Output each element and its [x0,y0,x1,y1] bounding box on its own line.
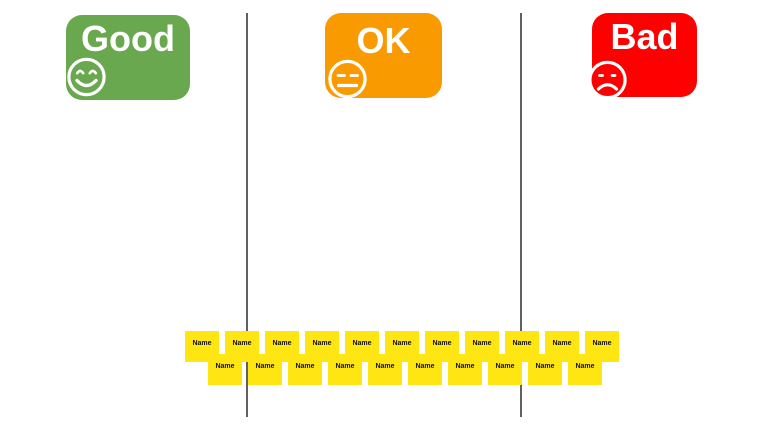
bad-column-card[interactable]: Bad [588,13,697,100]
neutral-face-icon [326,58,370,102]
column-divider-left [246,13,248,417]
sticky-note[interactable]: Name [288,354,322,385]
sticky-note[interactable]: Name [368,354,402,385]
sticky-note[interactable]: Name [448,354,482,385]
good-column-title: Good [81,18,175,59]
good-column-card[interactable]: Good [66,15,190,100]
ok-column-title: OK [356,20,411,61]
sticky-note[interactable]: Name [568,354,602,385]
sticky-note[interactable]: Name [408,354,442,385]
column-divider-right [520,13,522,417]
sticky-note[interactable]: Name [328,354,362,385]
bad-column-title: Bad [610,16,679,57]
sticky-note[interactable]: Name [488,354,522,385]
sad-face-icon [586,59,630,103]
ok-column-card[interactable]: OK [325,13,442,99]
sticky-note[interactable]: Name [208,354,242,385]
smiley-face-icon [65,56,109,100]
sticky-note[interactable]: Name [248,354,282,385]
sticky-note[interactable]: Name [528,354,562,385]
